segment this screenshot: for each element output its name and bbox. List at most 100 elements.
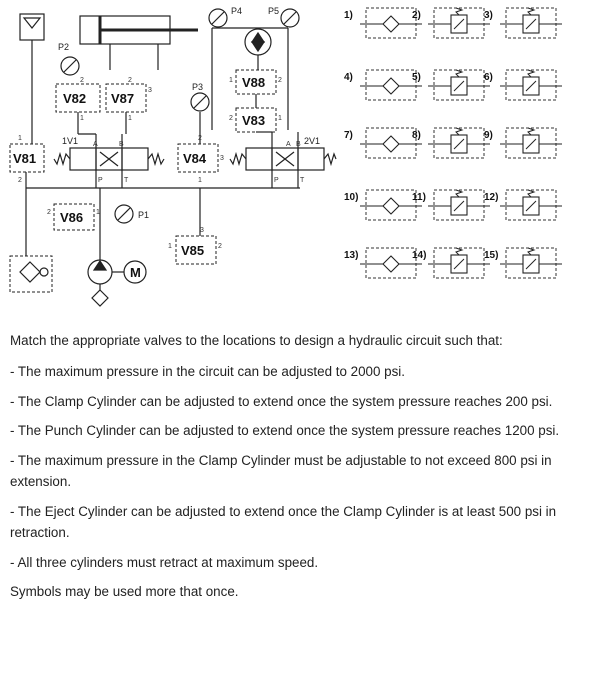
requirement-retract-speed: - All three cylinders must retract at ma… (10, 554, 319, 570)
directional-label-1v1: 1V1 (62, 136, 78, 146)
valve-box-v81 (9, 143, 45, 173)
palette-number-9: 9) (484, 130, 493, 141)
spring-icon (527, 69, 536, 78)
port-num-v87-drain: 3 (148, 87, 152, 94)
palette-number-5: 5) (412, 72, 421, 83)
palette-symbol-15: 15) (484, 247, 562, 279)
spring-icon (527, 127, 536, 136)
palette-symbol-9: 9) (484, 127, 562, 159)
palette-symbol-11: 11) (412, 189, 490, 221)
port-num-v84-top: 2 (198, 135, 202, 142)
palette-number-12: 12) (484, 192, 498, 203)
gauge-label-p2: P2 (58, 42, 69, 52)
palette-box-3 (505, 7, 557, 39)
spring-icon (455, 7, 464, 16)
palette-symbol-14: 14) (412, 247, 490, 279)
port-num-v83-left: 2 (229, 115, 233, 122)
port-num-v81-top: 1 (18, 135, 22, 142)
spring-icon (455, 69, 464, 78)
port-t-2v1: T (300, 177, 305, 184)
valve-label-v81: V81 (13, 151, 36, 166)
palette-number-1: 1) (344, 10, 353, 21)
problem-footer: Symbols may be used more that once. (10, 583, 239, 599)
palette-symbol-13: 13) (344, 247, 422, 279)
palette-number-10: 10) (344, 192, 358, 203)
valve-label-v85: V85 (181, 243, 204, 258)
port-num-v88-right: 2 (278, 77, 282, 84)
palette-symbol-2: 2) (412, 7, 490, 39)
hydraulic-circuit-diagram: P2 P3 P4 P5 P1 V82 V87 V88 V83 V81 V84 V… (9, 6, 337, 307)
port-num-v82-bottom: 1 (80, 115, 84, 122)
port-p-2v1: P (274, 177, 279, 184)
spring-icon (455, 127, 464, 136)
port-num-v87-bottom: 1 (128, 115, 132, 122)
electric-motor (123, 260, 147, 284)
clamp-cylinder (19, 13, 45, 110)
check-valve-icon (382, 77, 400, 95)
palette-box-2 (433, 7, 485, 39)
palette-box-15 (505, 247, 557, 279)
valve-box-v82 (55, 83, 101, 113)
filter-relief-box (9, 255, 53, 293)
port-num-v87-top: 2 (128, 77, 132, 84)
pressure-gauge-p2 (60, 56, 80, 76)
spring-icon (527, 189, 536, 198)
valve-label-v88: V88 (242, 75, 265, 90)
valve-label-v86: V86 (60, 210, 83, 225)
palette-box-9 (505, 127, 557, 159)
punch-cylinder (79, 15, 198, 70)
hydraulic-pump (87, 259, 124, 285)
palette-box-6 (505, 69, 557, 101)
valve-arrow-icon (453, 80, 465, 92)
port-a-1v1: A (93, 141, 98, 148)
gauge-label-p5: P5 (268, 6, 279, 16)
port-num-v84-pilot: 3 (220, 155, 224, 162)
port-num-v86-left: 2 (47, 209, 51, 216)
port-a-2v1: A (286, 141, 291, 148)
port-num-v84-bottom: 1 (198, 177, 202, 184)
requirement-eject-extend: - The Eject Cylinder can be adjusted to … (10, 503, 557, 541)
spring-icon (455, 247, 464, 256)
spring-icon (527, 247, 536, 256)
valve-arrow-icon (525, 138, 537, 150)
port-b-2v1: B (296, 141, 301, 148)
check-valve-icon (382, 15, 400, 33)
problem-intro: Match the appropriate valves to the loca… (10, 333, 503, 348)
port-b-1v1: B (119, 141, 124, 148)
port-t-1v1: T (124, 177, 129, 184)
palette-box-1 (365, 7, 417, 39)
palette-number-6: 6) (484, 72, 493, 83)
palette-box-13 (365, 247, 417, 279)
valve-label-v84: V84 (183, 151, 207, 166)
valve-box-v86 (53, 203, 95, 231)
palette-box-8 (433, 127, 485, 159)
requirement-max-pressure: - The maximum pressure in the circuit ca… (10, 364, 405, 380)
spring-icon (455, 189, 464, 198)
port-num-v86-right: 1 (96, 209, 100, 216)
spring-icon (527, 7, 536, 16)
port-num-v82-top: 2 (80, 77, 84, 84)
palette-symbol-5: 5) (412, 69, 490, 101)
port-num-v81-bottom: 2 (18, 177, 22, 184)
valve-label-v82: V82 (63, 91, 86, 106)
port-num-v85-left: 1 (168, 243, 172, 250)
directional-valve-1v1 (53, 134, 165, 188)
valve-arrow-icon (453, 258, 465, 270)
palette-box-7 (365, 127, 417, 159)
requirement-punch-extend: - The Punch Cylinder can be adjusted to … (10, 423, 560, 439)
tank-filter (91, 284, 109, 307)
port-num-v83-right: 1 (278, 115, 282, 122)
pressure-gauge-p1 (114, 204, 134, 224)
valve-arrow-icon (525, 200, 537, 212)
palette-symbol-3: 3) (484, 7, 562, 39)
requirement-clamp-extend: - The Clamp Cylinder can be adjusted to … (10, 393, 553, 409)
palette-number-4: 4) (344, 72, 353, 83)
pressure-gauge-p4 (208, 8, 228, 28)
palette-number-15: 15) (484, 250, 498, 261)
valve-arrow-icon (525, 258, 537, 270)
valve-box-v88 (235, 69, 277, 95)
port-p-1v1: P (98, 177, 103, 184)
valve-box-v85 (175, 235, 217, 265)
gauge-label-p1: P1 (138, 210, 149, 220)
palette-number-7: 7) (344, 130, 353, 141)
